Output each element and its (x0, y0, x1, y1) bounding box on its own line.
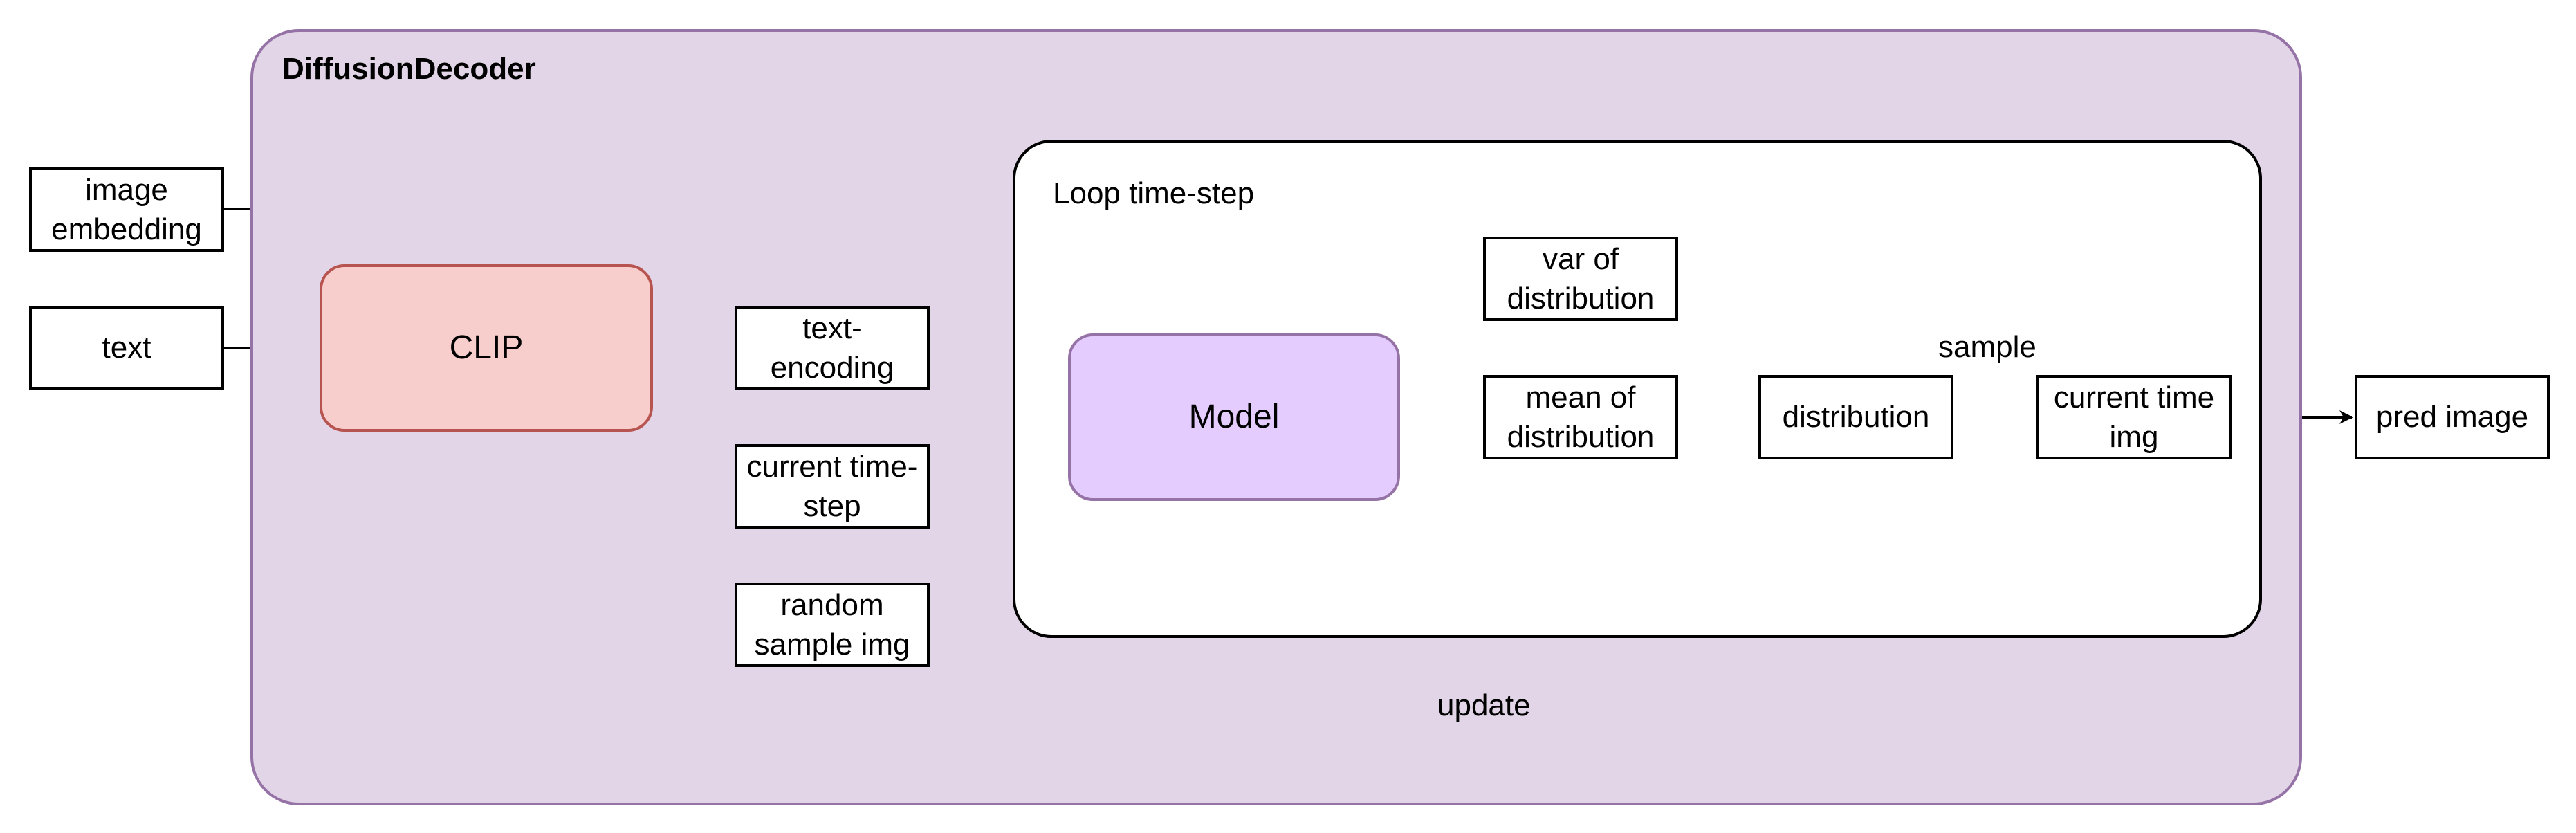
current-time-img-node: current time img (2036, 375, 2232, 459)
model-node: Model (1068, 333, 1400, 501)
loop-time-step-title: Loop time-step (1053, 176, 1255, 210)
text-encoding-label: text- encoding (770, 311, 894, 385)
clip-node: CLIP (320, 264, 653, 432)
clip-label: CLIP (449, 329, 524, 366)
current-time-step-node: current time- step (735, 444, 930, 529)
current-time-step-label: current time- step (746, 449, 918, 523)
pred-image-node: pred image (2355, 375, 2550, 459)
mean-of-distribution-label: mean of distribution (1507, 380, 1655, 454)
distribution-node: distribution (1758, 375, 1953, 459)
var-of-distribution-node: var of distribution (1483, 237, 1678, 321)
text-input-label: text (102, 331, 151, 365)
text-encoding-node: text- encoding (735, 306, 930, 390)
sample-edge-label: sample (1938, 330, 2036, 364)
pred-image-label: pred image (2375, 400, 2529, 434)
var-of-distribution-label: var of distribution (1507, 241, 1655, 315)
image-embedding-node: image embedding (29, 167, 224, 252)
mean-of-distribution-node: mean of distribution (1483, 375, 1678, 459)
text-input-node: text (29, 306, 224, 390)
distribution-label: distribution (1782, 400, 1930, 434)
update-edge-label: update (1437, 688, 1531, 722)
current-time-img-label: current time img (2053, 380, 2215, 454)
model-label: Model (1188, 398, 1280, 435)
image-embedding-label: image embedding (51, 172, 202, 246)
random-sample-img-label: random sample img (754, 587, 910, 661)
random-sample-img-node: random sample img (735, 583, 930, 667)
diffusion-decoder-title: DiffusionDecoder (282, 52, 536, 86)
